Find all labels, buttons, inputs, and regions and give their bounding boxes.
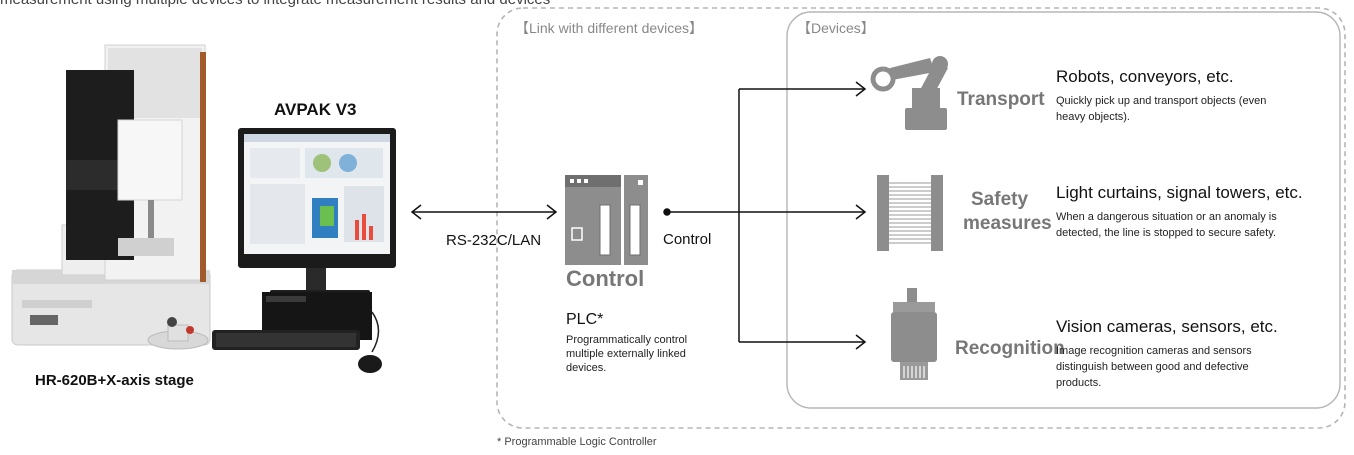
comm-link-label: RS-232C/LAN <box>446 232 542 249</box>
plc-name: PLC* <box>566 311 604 328</box>
device-title-safety: Light curtains, signal towers, etc. <box>1056 183 1303 202</box>
intro-text: measurement using multiple devices to in… <box>0 0 550 8</box>
device-title-transport: Robots, conveyors, etc. <box>1056 67 1234 86</box>
control-connectors <box>663 81 867 350</box>
control-link-label: Control <box>663 231 712 248</box>
light-curtain-icon <box>877 175 943 251</box>
software-label: AVPAK V3 <box>274 100 357 119</box>
robot-icon <box>870 56 948 130</box>
comm-arrow <box>410 204 558 220</box>
device-name-recognition: Recognition <box>955 338 1065 359</box>
device-name-safety-line2: measures <box>963 213 1052 234</box>
hardness-tester-illustration <box>11 44 211 350</box>
footnote: * Programmable Logic Controller <box>497 436 657 448</box>
device-desc-recognition: Image recognition cameras and sensors di… <box>1056 345 1252 389</box>
outer-group-frame <box>496 7 1346 429</box>
plc-description: Programmatically control multiple extern… <box>566 334 688 374</box>
devices-group-frame <box>786 11 1341 409</box>
device-desc-safety: When a dangerous situation or an anomaly… <box>1056 211 1277 239</box>
device-desc-transport: Quickly pick up and transport objects (e… <box>1056 95 1267 123</box>
outer-group-title: 【Link with different devices】 <box>515 20 704 36</box>
camera-icon <box>891 288 937 380</box>
device-name-safety-line1: Safety <box>971 189 1029 210</box>
device-name-transport: Transport <box>957 89 1045 110</box>
machine-label: HR-620B+X-axis stage <box>35 372 194 389</box>
pc-monitor-illustration <box>212 128 396 373</box>
plc-icon <box>565 175 648 265</box>
device-title-recognition: Vision cameras, sensors, etc. <box>1056 317 1278 336</box>
devices-group-title: 【Devices】 <box>797 20 875 36</box>
plc-title: Control <box>566 266 645 291</box>
